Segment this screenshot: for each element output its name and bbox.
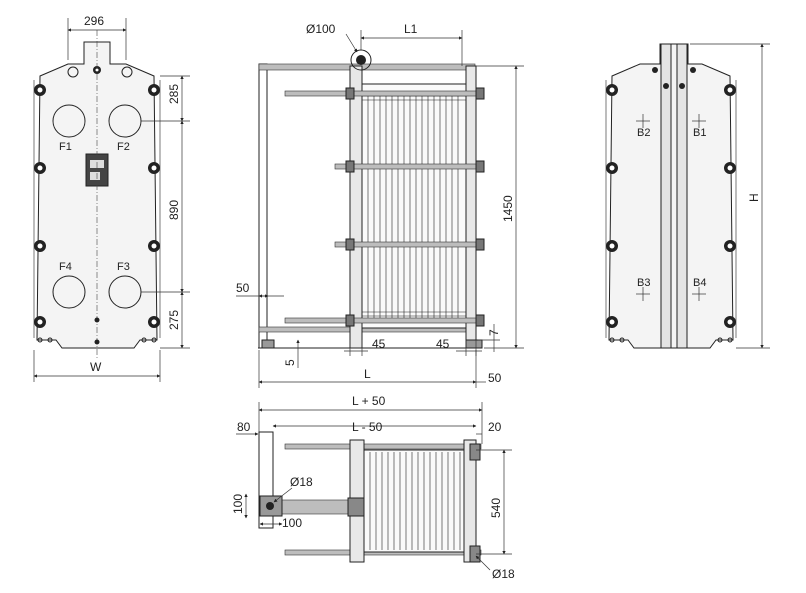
- top-support: [258, 431, 274, 529]
- side-dim-45-right: 45: [436, 337, 450, 351]
- front-dim-285: 285: [167, 84, 181, 104]
- side-dim-1450: 1450: [501, 195, 515, 222]
- side-dim-7: 7: [487, 329, 501, 336]
- front-view: [33, 18, 190, 382]
- top-view: [236, 402, 512, 571]
- side-dim-50-left: 50: [236, 281, 250, 295]
- port-f2-label: F2: [117, 141, 130, 153]
- port-f1-label: F1: [59, 141, 72, 153]
- side-port-diameter: Ø100: [306, 22, 336, 36]
- side-dim-5: 5: [283, 359, 297, 366]
- side-dim-l1: L1: [404, 22, 418, 36]
- side-dim-l: L: [364, 367, 371, 381]
- top-dim-80: 80: [237, 420, 251, 434]
- support-column: [258, 63, 268, 349]
- front-dim-w: W: [90, 360, 102, 374]
- top-dim-100-horizontal: 100: [282, 516, 302, 530]
- top-hole-left: Ø18: [290, 475, 313, 489]
- back-dim-h: H: [747, 193, 761, 202]
- frame-plate: [465, 65, 477, 349]
- port-b2-label: B2: [637, 127, 650, 139]
- plate-pack: [361, 83, 467, 329]
- top-hole-right: Ø18: [492, 567, 515, 581]
- port-b3-label: B3: [637, 277, 650, 289]
- top-dim-20: 20: [488, 420, 502, 434]
- port-f4-label: F4: [59, 261, 72, 273]
- pressure-plate: [349, 65, 363, 349]
- back-port-marks: [636, 114, 706, 301]
- top-dim-l-plus-50: L + 50: [352, 394, 386, 408]
- top-guide-bar: [258, 63, 476, 71]
- front-dim-296: 296: [84, 14, 104, 28]
- labels: 296 285 890 275 W F1 F2 F4 F3 Ø100 L1 14…: [59, 14, 761, 581]
- top-dim-l-minus-50: L - 50: [352, 420, 383, 434]
- front-dim-890: 890: [167, 200, 181, 220]
- port-f1-circle: [52, 104, 86, 138]
- side-dim-50-right: 50: [488, 371, 502, 385]
- port-b1-label: B1: [693, 127, 706, 139]
- top-dim-540: 540: [489, 498, 503, 518]
- side-view: [236, 30, 524, 388]
- port-f3-label: F3: [117, 261, 130, 273]
- side-dim-45-left: 45: [372, 337, 386, 351]
- back-bolts: [606, 84, 736, 328]
- back-view: [605, 43, 770, 349]
- tie-rods: [284, 87, 485, 327]
- front-bolts: [34, 84, 160, 328]
- port-b4-label: B4: [693, 277, 706, 289]
- front-dim-275: 275: [167, 310, 181, 330]
- top-dim-100-vertical: 100: [231, 494, 245, 514]
- port-f4-circle: [52, 275, 86, 309]
